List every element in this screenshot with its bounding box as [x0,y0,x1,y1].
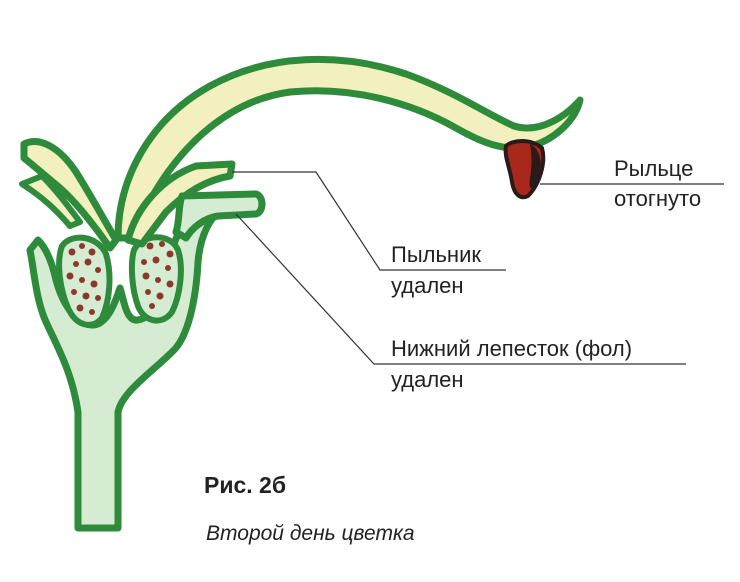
anther-label-status: удален [391,273,464,298]
style-arch [114,55,584,242]
figure-caption: Второй день цветка [206,522,415,545]
petal-leader-line [235,213,686,365]
anther-removal-stub [124,160,236,248]
anther-leader-line [232,171,506,271]
lower-petal-label-status: удален [391,367,464,392]
anther-label: Пыльник [391,242,481,267]
figure-number: Рис. 2б [204,472,287,498]
left-petal-lobe [20,138,120,252]
lower-petal-stub [172,190,266,242]
stigma-dark-edge [529,144,541,189]
pollen-grains [66,241,174,315]
stigma-label-status: отогнуто [614,186,702,211]
left-petal-lower [19,173,83,229]
lower-petal-label: Нижний лепесток (фол) [391,336,633,361]
stigma-label: Рыльце [614,156,694,181]
